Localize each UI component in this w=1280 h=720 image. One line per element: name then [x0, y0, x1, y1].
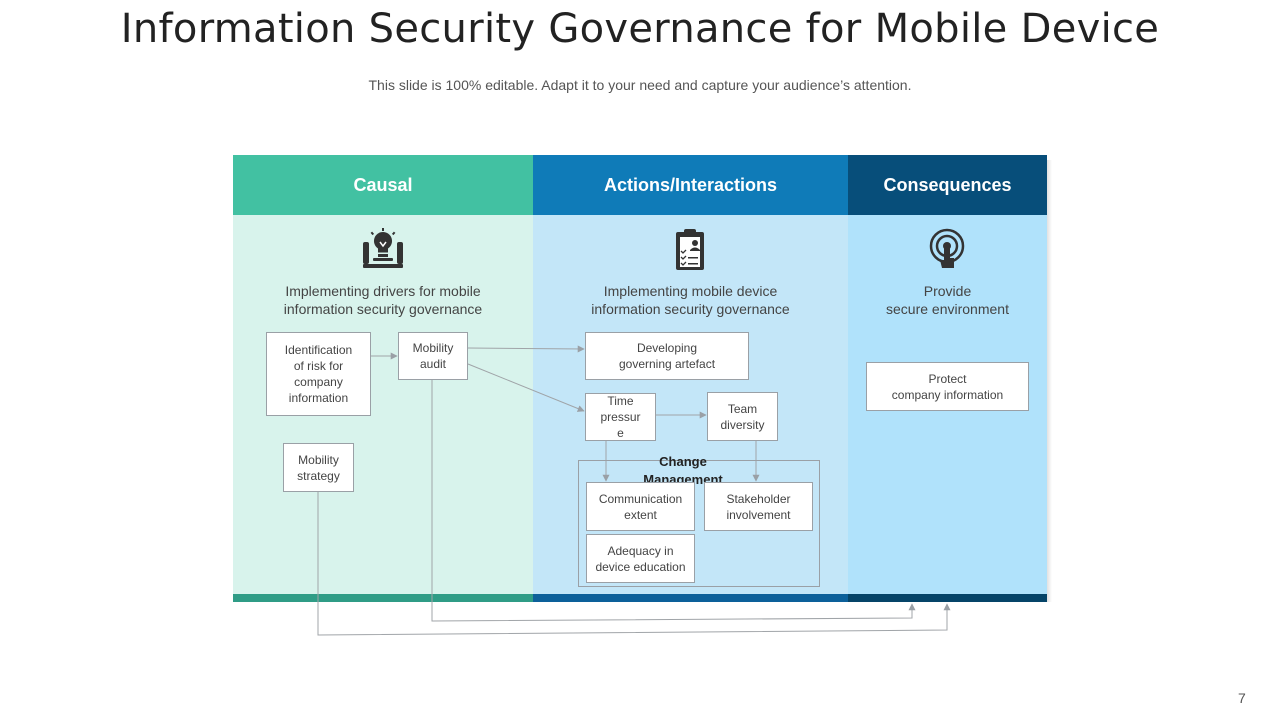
column-footer-bar [533, 594, 848, 602]
column-header-causal: Causal [233, 155, 533, 215]
box-mobility-audit: Mobility audit [398, 332, 468, 380]
slide-title: Information Security Governance for Mobi… [120, 6, 1160, 52]
change-management-group [578, 460, 820, 587]
page-number: 7 [1238, 690, 1246, 706]
column-footer-bar [233, 594, 533, 602]
causal-description: Implementing drivers for mobile informat… [283, 283, 483, 317]
actions-description: Implementing mobile device information s… [591, 283, 790, 317]
lightbulb-presentation-icon [363, 228, 403, 268]
clipboard-checklist-icon [676, 229, 704, 270]
box-adequacy-device-education: Adequacy in device education [586, 534, 695, 583]
box-time-pressure: Time pressur e [585, 393, 656, 441]
box-stakeholder-involvement: Stakeholder involvement [704, 482, 813, 531]
box-team-diversity: Team diversity [707, 392, 778, 441]
box-mobility-strategy: Mobility strategy [283, 443, 354, 492]
column-footer-bar [848, 594, 1047, 602]
column-header-consequences: Consequences [848, 155, 1047, 215]
slide-subtitle: This slide is 100% editable. Adapt it to… [368, 77, 912, 93]
consequences-description: Provide secure environment [886, 283, 1009, 317]
column-header-actions: Actions/Interactions [533, 155, 848, 215]
box-identification-of-risk: Identification of risk for company infor… [266, 332, 371, 416]
table-shadow [1047, 160, 1052, 602]
box-communication-extent: Communication extent [586, 482, 695, 531]
touch-finger-icon [929, 228, 965, 268]
box-developing-governing-artefact: Developing governing artefact [585, 332, 749, 380]
box-protect-company-information: Protect company information [866, 362, 1029, 411]
